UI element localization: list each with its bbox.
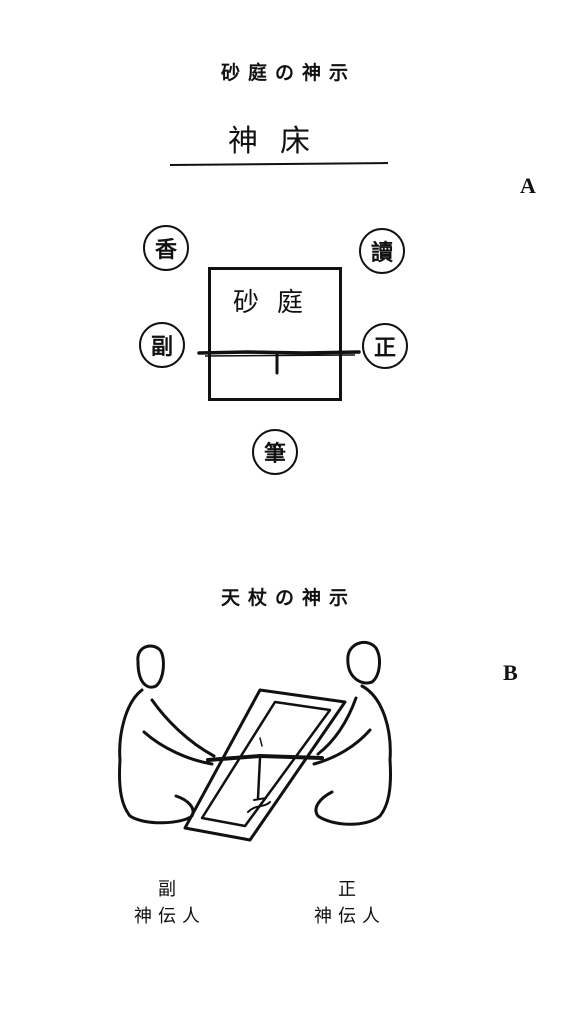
- planchette-stick: [197, 350, 361, 375]
- sand-board: [208, 267, 342, 401]
- right-person-body: [314, 684, 392, 826]
- left-person-arm: [150, 698, 216, 758]
- staff-pointer: [256, 756, 262, 800]
- tray-inner: [200, 700, 332, 828]
- seat-deputy: 副: [139, 322, 185, 368]
- diagram-a-title: 砂庭の神示: [220, 62, 356, 84]
- right-person: [312, 640, 392, 826]
- caption-deputy: 副 神伝人: [110, 876, 230, 930]
- seat-chief: 正: [362, 323, 408, 369]
- right-person-arm-lower: [312, 728, 372, 766]
- altar-label: 神床: [228, 124, 332, 159]
- caption-deputy-line1: 副: [158, 879, 182, 900]
- seat-incense: 香: [143, 225, 189, 271]
- diagram-a-marker: A: [520, 173, 536, 198]
- sand-board-label: 砂庭: [232, 288, 321, 318]
- staff-mark-top: [259, 737, 263, 747]
- altar-underline: [169, 162, 389, 166]
- stick-bar-underside: [204, 354, 356, 357]
- left-person-body: [118, 688, 195, 825]
- left-person-head: [136, 644, 165, 689]
- seat-reader: 讀: [359, 228, 405, 274]
- caption-deputy-line2: 神伝人: [134, 906, 206, 927]
- tray: [183, 688, 347, 842]
- diagram-b-title: 天杖の神示: [220, 587, 356, 609]
- heavenly-staff: [206, 754, 324, 762]
- staff-mark-tip: [253, 797, 267, 801]
- caption-chief-line1: 正: [338, 879, 362, 900]
- caption-chief: 正 神伝人: [290, 876, 410, 930]
- seat-scribe: 筆: [252, 429, 298, 475]
- right-person-head: [346, 640, 381, 685]
- caption-chief-line2: 神伝人: [314, 906, 386, 927]
- left-person-arm-lower: [142, 730, 214, 766]
- heavenly-staff-scene: [118, 640, 392, 842]
- right-person-arm: [316, 696, 358, 756]
- left-person: [118, 644, 216, 825]
- tray-sand-trace: [247, 801, 271, 813]
- diagram-b-marker: B: [503, 660, 518, 685]
- stick-bar: [197, 350, 361, 355]
